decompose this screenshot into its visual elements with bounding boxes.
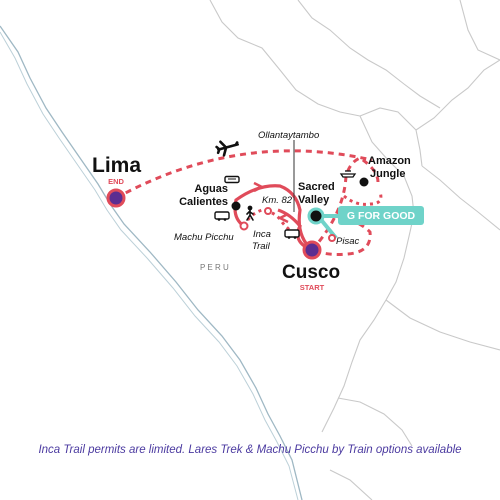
lima-label: Lima: [92, 154, 141, 177]
aguas-label: Aguas: [194, 183, 228, 195]
lima-marker: [106, 188, 126, 208]
km82-label: Km. 82: [262, 195, 293, 206]
machu-picchu-label: Machu Picchu: [174, 232, 234, 243]
bus-icon: [214, 211, 230, 221]
pisac-marker: [328, 234, 336, 242]
bus-icon-2: [284, 229, 300, 239]
route-inca-trail: [242, 208, 301, 238]
country-borders: [209, 0, 500, 500]
lima-end-label: END: [108, 177, 124, 186]
ollantaytambo-label: Ollantaytambo: [258, 130, 319, 141]
country-label-peru: P E R U: [200, 263, 229, 272]
footer-caption: Inca Trail permits are limited. Lares Tr…: [38, 444, 462, 456]
inca-label: Inca: [253, 229, 271, 240]
jungle-label: Jungle: [370, 168, 405, 180]
amazon-jungle-marker: [359, 177, 369, 187]
route-amazon: [310, 156, 380, 251]
route-arrow-2: [277, 212, 289, 224]
route-loop-east: [311, 214, 372, 256]
train-icon: [224, 175, 240, 184]
machu-picchu-marker: [239, 221, 249, 231]
route-solid-2: [277, 208, 313, 252]
valley-label: Valley: [298, 194, 330, 206]
coastline-inner: [0, 31, 299, 500]
trail-label: Trail: [252, 241, 271, 252]
cusco-label: Cusco: [282, 262, 340, 283]
cusco-start-label: START: [300, 283, 325, 292]
cusco-marker: [302, 240, 322, 260]
route-flight: [115, 149, 373, 200]
aguas-calientes-marker: [231, 201, 241, 211]
amazon-label: Amazon: [368, 155, 411, 167]
km82-marker: [264, 207, 272, 215]
pisac-label: Pisac: [336, 236, 359, 247]
coastline: [0, 25, 303, 500]
route-arrow-1: [253, 181, 265, 193]
calientes-label: Calientes: [179, 196, 228, 208]
hiker-icon: [246, 205, 254, 221]
boat-icon: [339, 170, 357, 178]
airplane-icon: [215, 140, 239, 157]
g-for-good-label: G FOR GOOD: [347, 210, 416, 222]
route-jungle-loop: [343, 191, 383, 206]
sacred-label: Sacred: [298, 181, 335, 193]
sacred-valley-marker: [307, 207, 325, 225]
